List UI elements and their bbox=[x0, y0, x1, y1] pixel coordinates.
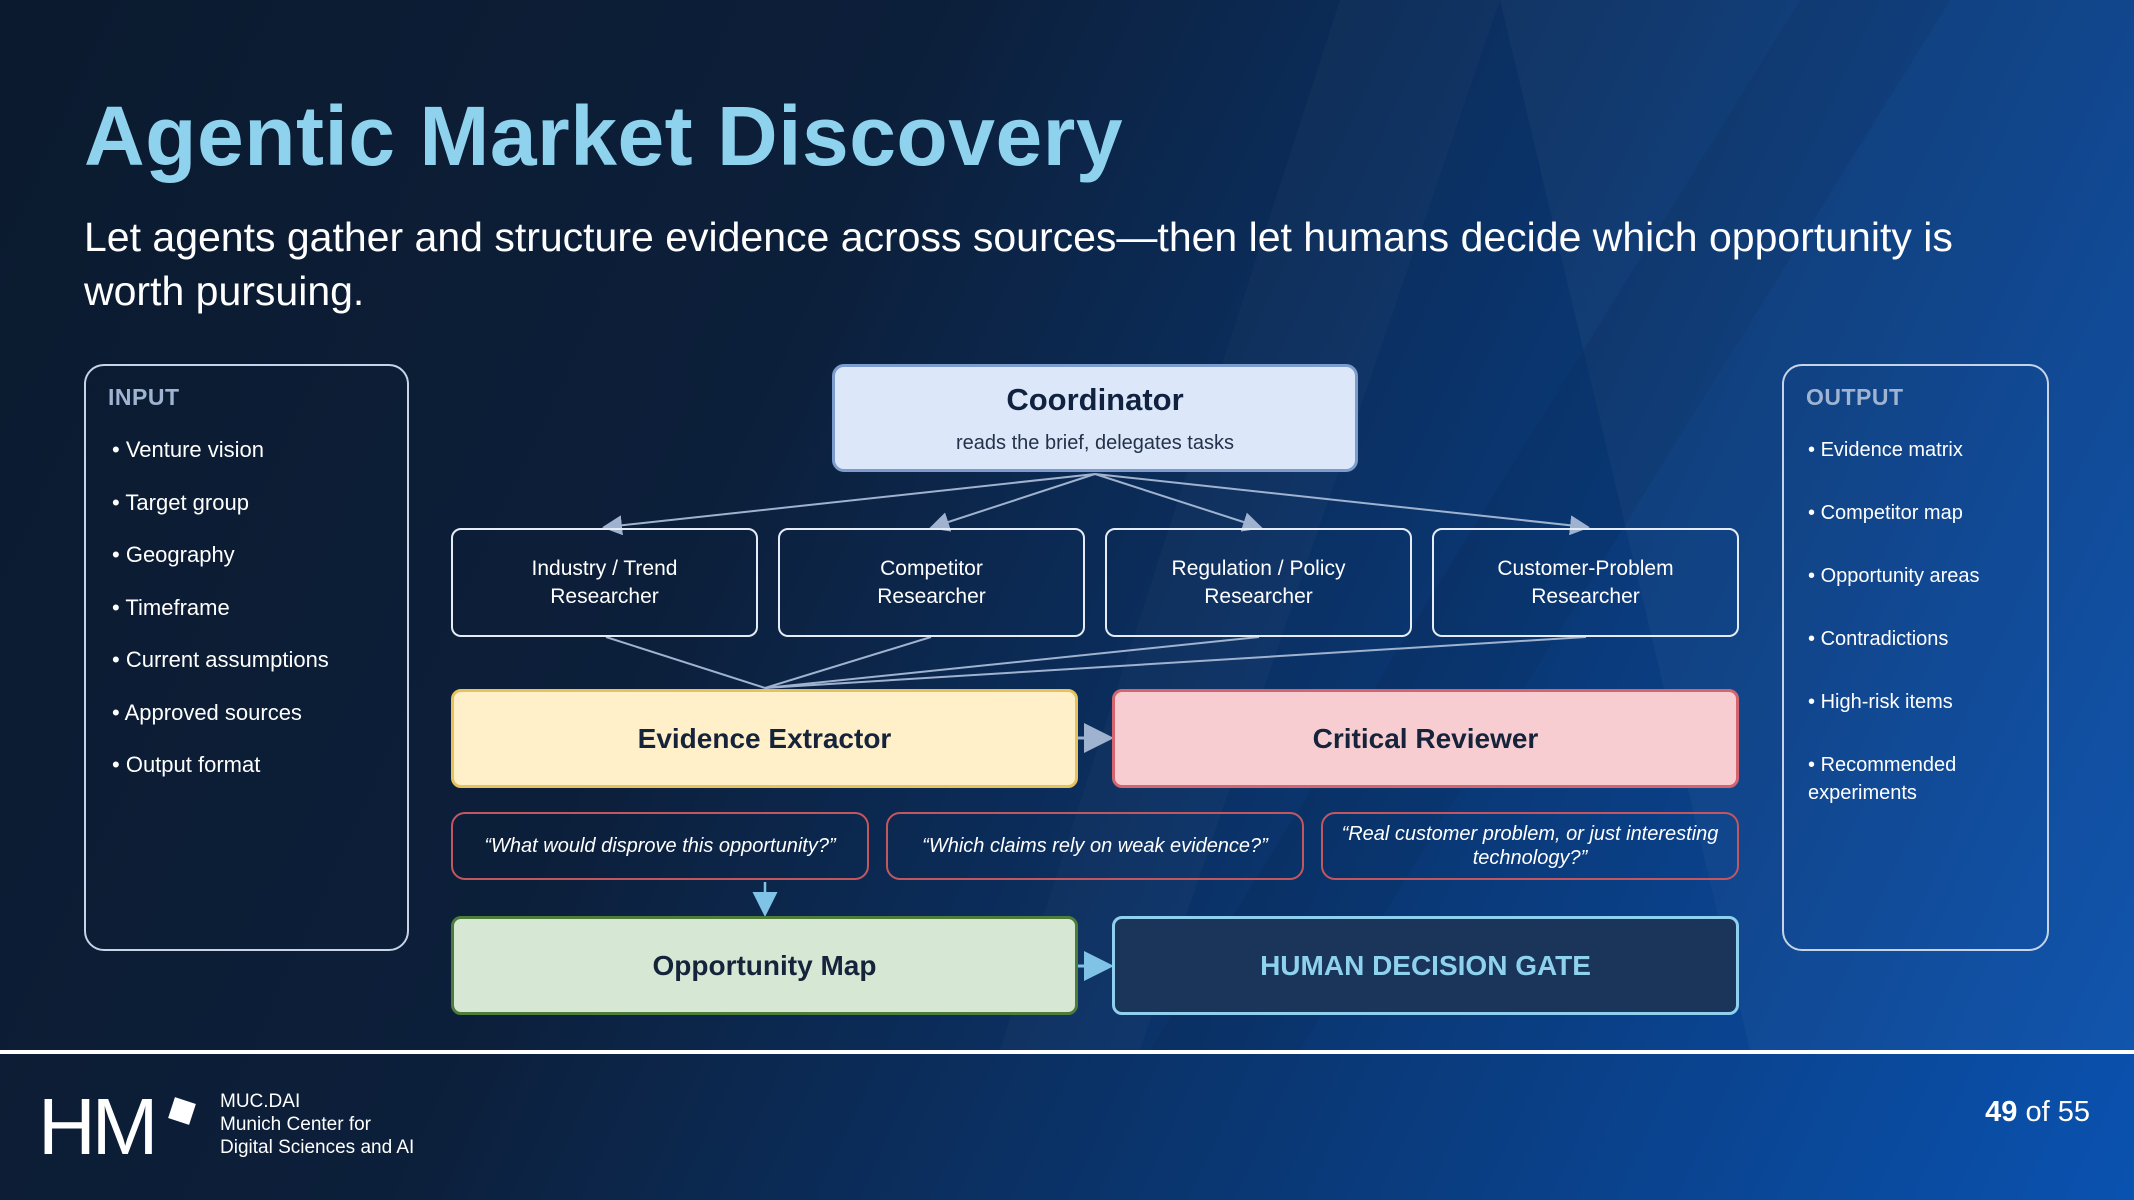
list-item: Approved sources bbox=[112, 699, 329, 752]
evidence-extractor-box: Evidence Extractor bbox=[451, 689, 1078, 788]
org-line: MUC.DAI bbox=[220, 1091, 301, 1112]
footer-divider bbox=[0, 1050, 2134, 1054]
list-item: Geography bbox=[112, 541, 329, 594]
input-list: Venture vision Target group Geography Ti… bbox=[112, 436, 329, 804]
org-line: Digital Sciences and AI bbox=[220, 1137, 415, 1158]
arrow-coordinator-to-regulation bbox=[1094, 473, 1263, 532]
line-competitor-to-extractor bbox=[764, 636, 932, 689]
arrow-coordinator-to-competitor bbox=[929, 473, 1096, 532]
critical-reviewer-box: Critical Reviewer bbox=[1112, 689, 1739, 788]
human-decision-gate-box: HUMAN DECISION GATE bbox=[1112, 916, 1739, 1015]
org-line: Munich Center for bbox=[220, 1114, 372, 1135]
coordinator-title: Coordinator bbox=[1006, 381, 1184, 417]
list-item: Current assumptions bbox=[112, 646, 329, 699]
list-item: Competitor map bbox=[1808, 499, 2033, 562]
list-item: Recommended experiments bbox=[1808, 751, 2033, 807]
customer-problem-researcher-box: Customer-Problem Researcher bbox=[1432, 528, 1739, 637]
regulation-policy-researcher-box: Regulation / Policy Researcher bbox=[1105, 528, 1412, 637]
coordinator-subtitle: reads the brief, delegates tasks bbox=[956, 431, 1234, 454]
output-panel: OUTPUT Evidence matrix Competitor map Op… bbox=[1782, 364, 2049, 951]
slide-title: Agentic Market Discovery bbox=[84, 89, 1124, 183]
page-current: 49 bbox=[1985, 1096, 2018, 1128]
page-total: of 55 bbox=[2025, 1096, 2091, 1128]
page-number: 49 of 55 bbox=[1985, 1096, 2090, 1129]
reviewer-question-customer-problem: “Real customer problem, or just interest… bbox=[1321, 812, 1739, 880]
list-item: Opportunity areas bbox=[1808, 562, 2033, 625]
line-industry-to-extractor bbox=[605, 636, 766, 689]
list-item: Timeframe bbox=[112, 594, 329, 647]
reviewer-question-weak-evidence: “Which claims rely on weak evidence?” bbox=[886, 812, 1304, 880]
footer-organization: MUC.DAI Munich Center for Digital Scienc… bbox=[220, 1090, 414, 1159]
list-item: Venture vision bbox=[112, 436, 329, 489]
output-panel-heading: OUTPUT bbox=[1806, 384, 1904, 410]
input-panel: INPUT Venture vision Target group Geogra… bbox=[84, 364, 409, 951]
output-list: Evidence matrix Competitor map Opportuni… bbox=[1808, 436, 2033, 807]
competitor-researcher-box: Competitor Researcher bbox=[778, 528, 1085, 637]
arrow-coordinator-to-customer bbox=[1094, 473, 1590, 536]
coordinator-box: Coordinator reads the brief, delegates t… bbox=[832, 364, 1358, 472]
opportunity-map-box: Opportunity Map bbox=[451, 916, 1078, 1015]
slide-subtitle: Let agents gather and structure evidence… bbox=[84, 214, 1953, 314]
list-item: Evidence matrix bbox=[1808, 436, 2033, 499]
logo-square-icon bbox=[168, 1097, 196, 1125]
list-item: High-risk items bbox=[1808, 688, 2033, 751]
connector-lines bbox=[602, 473, 1590, 981]
input-panel-heading: INPUT bbox=[108, 384, 180, 410]
line-customer-to-extractor bbox=[764, 636, 1587, 689]
line-regulation-to-extractor bbox=[764, 636, 1260, 689]
arrow-coordinator-to-industry bbox=[602, 473, 1096, 536]
list-item: Contradictions bbox=[1808, 625, 2033, 688]
industry-trend-researcher-box: Industry / Trend Researcher bbox=[451, 528, 758, 637]
list-item: Output format bbox=[112, 751, 329, 804]
hm-logo: HM bbox=[38, 1082, 158, 1171]
list-item: Target group bbox=[112, 489, 329, 542]
reviewer-question-disprove: “What would disprove this opportunity?” bbox=[451, 812, 869, 880]
